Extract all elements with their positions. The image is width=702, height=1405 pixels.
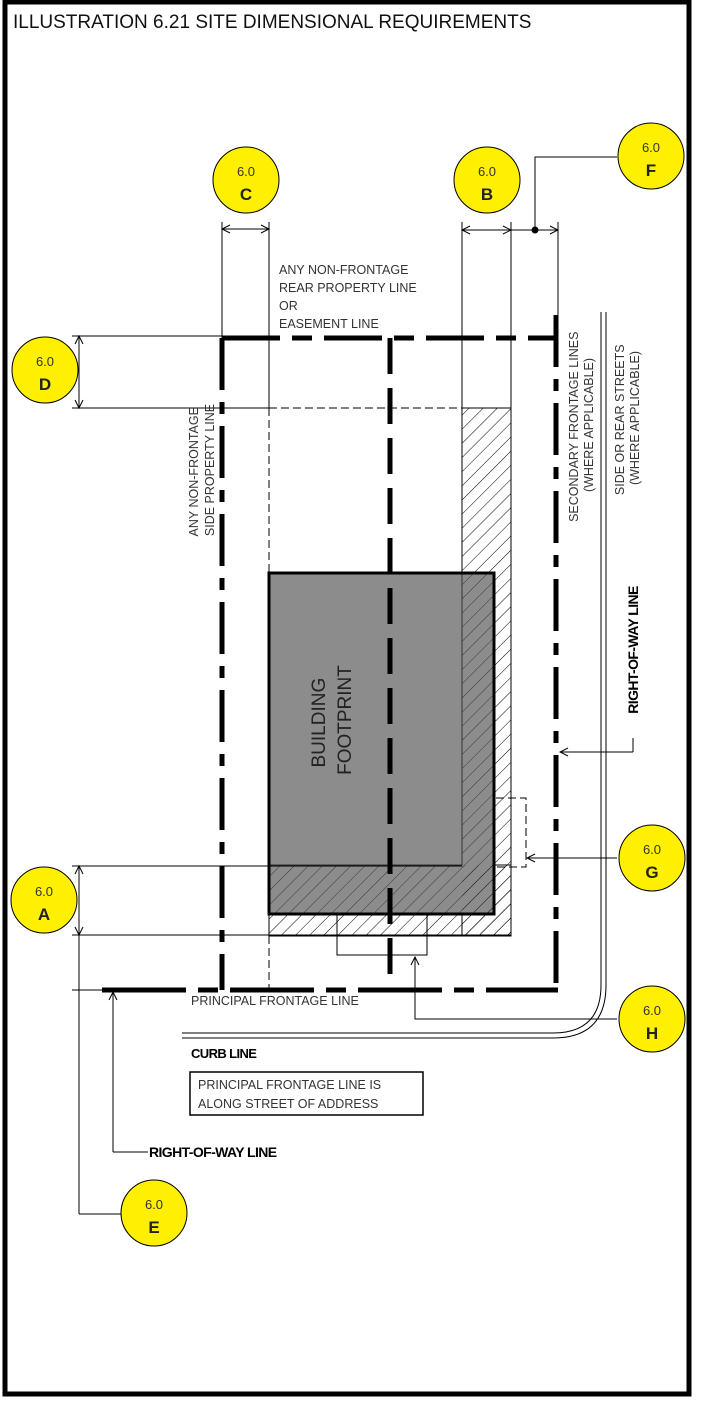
side-line-label-1: ANY NON-FRONTAGE — [187, 407, 201, 536]
bubble-b-number: 6.0 — [478, 164, 496, 179]
principal-frontage-label: PRINCIPAL FRONTAGE LINE — [191, 994, 359, 1008]
bubble-c-letter: C — [240, 185, 252, 204]
dimension-g — [496, 797, 617, 868]
page-frame — [2, 0, 692, 1397]
footprint-label-2: FOOTPRINT — [335, 665, 356, 775]
property-lines — [102, 315, 559, 993]
bubble-a: 6.0 A — [10, 866, 78, 934]
side-line-label-2: SIDE PROPERTY LINE — [203, 404, 217, 536]
rear-line-label-1: ANY NON-FRONTAGE — [279, 263, 408, 277]
bubble-b-letter: B — [481, 185, 493, 204]
curb-lines — [182, 312, 607, 1039]
svg-text:ANY NON-FRONTAGE REAR PROP: ANY NON-FRONTAGE REAR PROPERTY LINE OR E… — [279, 263, 420, 331]
dimension-a-e — [72, 866, 511, 1215]
svg-text:ANY NON-FRONTAGE SIDE PROP: ANY NON-FRONTAGE SIDE PROPERTY LINE — [187, 404, 217, 537]
bubble-c-number: 6.0 — [237, 164, 255, 179]
note-line-1: PRINCIPAL FRONTAGE LINE IS — [198, 1078, 381, 1092]
side-rear-streets-label-1: SIDE OR REAR STREETS — [613, 344, 627, 495]
bubble-h-letter: H — [646, 1024, 658, 1043]
bubble-a-number: 6.0 — [35, 884, 53, 899]
rear-line-label-4: EASEMENT LINE — [279, 317, 379, 331]
svg-text:PRINCIPAL FRONTAGE LINE IS: PRINCIPAL FRONTAGE LINE IS ALONG STREET … — [198, 1078, 385, 1111]
dimension-b-f — [462, 156, 617, 408]
dimension-d — [72, 336, 269, 408]
row-label-horizontal: RIGHT-OF-WAY LINE — [149, 1144, 277, 1160]
bubble-e-number: 6.0 — [145, 1197, 163, 1212]
svg-text:SECONDARY FRONTAGE LINES (: SECONDARY FRONTAGE LINES (WHERE APPLICAB… — [567, 328, 596, 522]
bubble-h-number: 6.0 — [643, 1003, 661, 1018]
secondary-frontage-label-1: SECONDARY FRONTAGE LINES — [567, 332, 581, 522]
bubble-g-number: 6.0 — [643, 842, 661, 857]
bubble-g-letter: G — [645, 863, 658, 882]
curb-line-label: CURB LINE — [191, 1046, 257, 1061]
row-label-vertical: RIGHT-OF-WAY LINE — [625, 586, 641, 714]
rear-line-label-2: REAR PROPERTY LINE — [279, 281, 417, 295]
bubble-c: 6.0 C — [212, 146, 280, 214]
bubble-h: 6.0 H — [618, 985, 686, 1053]
secondary-frontage-label-2: (WHERE APPLICABLE) — [582, 358, 596, 492]
diagram-title: ILLUSTRATION 6.21 SITE DIMENSIONAL REQUI… — [13, 12, 531, 33]
bubble-a-letter: A — [38, 905, 50, 924]
bubble-d: 6.0 D — [11, 336, 79, 404]
svg-text:BUILDING FOOTPRINT: BUILDING FOOTPRINT — [309, 665, 356, 775]
note-line-2: ALONG STREET OF ADDRESS — [198, 1097, 378, 1111]
bubble-f: 6.0 F — [617, 122, 685, 190]
bubble-g: 6.0 G — [618, 824, 686, 892]
note-box: PRINCIPAL FRONTAGE LINE IS ALONG STREET … — [189, 1071, 424, 1116]
building-footprint: BUILDING FOOTPRINT — [267, 571, 496, 916]
bubble-f-letter: F — [646, 161, 656, 180]
svg-text:SIDE OR REAR STREETS (WHER: SIDE OR REAR STREETS (WHERE APPLICABLE) — [613, 341, 642, 495]
bubble-d-letter: D — [39, 375, 51, 394]
bubble-b: 6.0 B — [453, 146, 521, 214]
dimension-h — [336, 914, 617, 1020]
bubble-f-number: 6.0 — [642, 140, 660, 155]
bubble-e-letter: E — [148, 1218, 159, 1237]
footprint-label-1: BUILDING — [309, 678, 330, 768]
side-rear-streets-label-2: (WHERE APPLICABLE) — [628, 351, 642, 485]
bubble-e: 6.0 E — [120, 1179, 188, 1247]
rear-line-label-3: OR — [279, 299, 298, 313]
dimension-c — [222, 222, 269, 408]
bubble-d-number: 6.0 — [36, 354, 54, 369]
